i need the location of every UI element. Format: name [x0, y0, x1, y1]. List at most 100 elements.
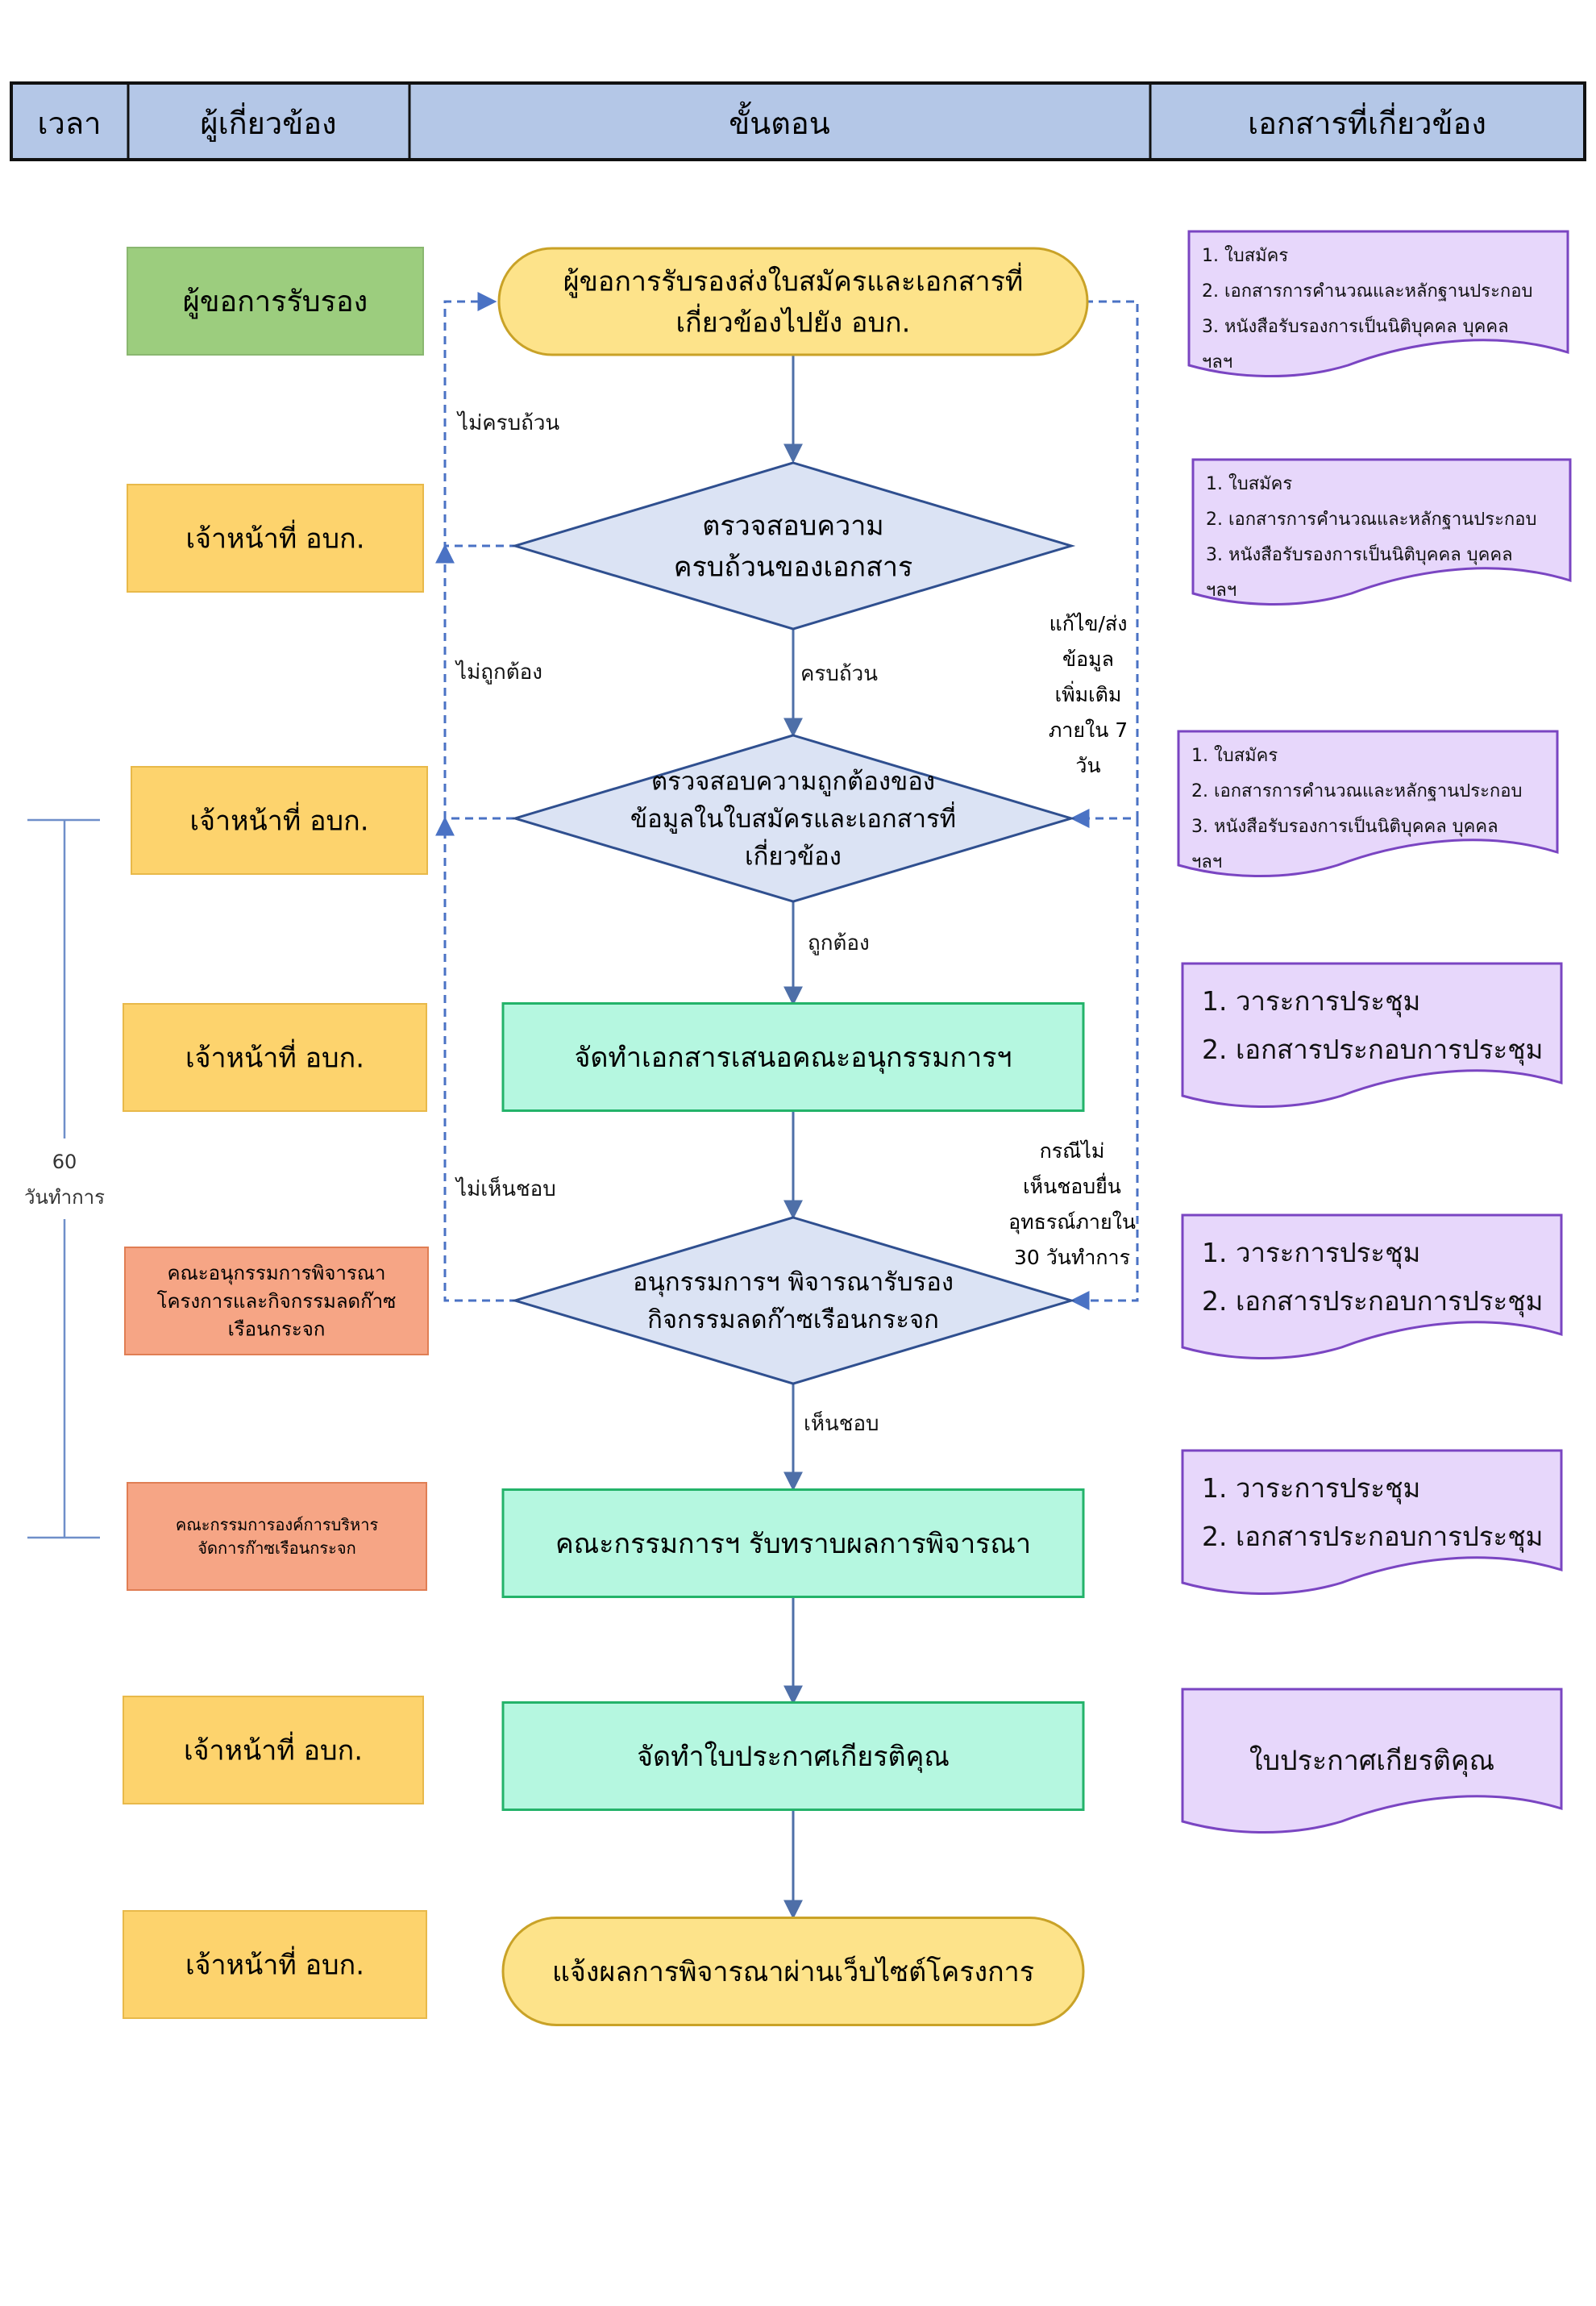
step-4-process: จัดทำเอกสารเสนอคณะอนุกรรมการฯ [501, 1002, 1085, 1112]
actor-6-line-2: จัดการก๊าซเรือนกระจก [197, 1538, 355, 1558]
step-3-line-3: เกี่ยวข้อง [745, 839, 842, 871]
document-5-line-2: 2. เอกสารประกอบการประชุม [1202, 1285, 1543, 1317]
actor-4-line-1: เจ้าหน้าที่ อบก. [185, 1039, 364, 1074]
step-6-line-1: คณะกรรมการฯ รับทราบผลการพิจารณา [555, 1528, 1031, 1560]
step-4-line-1: จัดทำเอกสารเสนอคณะอนุกรรมการฯ [574, 1042, 1012, 1074]
step-3-line-2: ข้อมูลในใบสมัครและเอกสารที่ [630, 801, 956, 834]
document-5-line-1: 1. วาระการประชุม [1202, 1237, 1420, 1269]
fix-resubmit-line-5: วัน [1075, 754, 1100, 777]
step-column: ผู้ขอการรับรองส่งใบสมัครและเอกสารที่เกี่… [497, 247, 1089, 2026]
document-4-line-2: 2. เอกสารประกอบการประชุม [1202, 1034, 1543, 1066]
document-7-line-1: ใบประกาศเกียรติคุณ [1249, 1745, 1494, 1777]
step-7-process: จัดทำใบประกาศเกียรติคุณ [501, 1701, 1085, 1811]
document-column: 1. ใบสมัคร 2. เอกสารการคำนวณและหลักฐานประ… [1177, 230, 1572, 1834]
actor-box-3: เจ้าหน้าที่ อบก. [131, 766, 428, 875]
document-2-line-3: 3. หนังสือรับรองการเป็นนิติบุคคล บุคคล [1206, 543, 1513, 565]
loop-arrows [435, 292, 1139, 1310]
label-complete: ครบถ้วน [800, 662, 878, 686]
step-5-line-2: กิจกรรมลดก๊าซเรือนกระจก [647, 1305, 939, 1334]
header-documents: เอกสารที่เกี่ยวข้อง [1248, 102, 1486, 141]
document-2-line-4: ฯลฯ [1206, 581, 1236, 601]
actor-5-line-2: โครงการและกิจกรรมลดก๊าซ [157, 1290, 397, 1313]
appeal-line-3: อุทธรณ์ภายใน [1008, 1210, 1136, 1234]
step-8-line-1: แจ้งผลการพิจารณาผ่านเว็บไซต์โครงการ [552, 1955, 1034, 1988]
document-1-line-2: 2. เอกสารการคำนวณและหลักฐานประกอบ [1202, 281, 1532, 302]
document-6-line-1: 1. วาระการประชุม [1202, 1472, 1420, 1505]
actor-1-line-1: ผู้ขอการรับรอง [183, 285, 368, 319]
fix-resubmit-line-3: เพิ่มเติม [1055, 681, 1122, 706]
actor-box-5: คณะอนุกรรมการพิจารณาโครงการและกิจกรรมลดก… [124, 1247, 429, 1355]
document-7: ใบประกาศเกียรติคุณ [1181, 1688, 1563, 1834]
actor-box-7: เจ้าหน้าที่ อบก. [123, 1696, 424, 1804]
step-2-line-2: ครบถ้วนของเอกสาร [674, 551, 913, 583]
actor-box-4: เจ้าหน้าที่ อบก. [123, 1003, 427, 1112]
actor-box-1: ผู้ขอการรับรอง [127, 247, 424, 356]
timeline-bracket: 60 วันทำการ [16, 818, 113, 1539]
actor-box-6: คณะกรรมการองค์การบริหารจัดการก๊าซเรือนกร… [127, 1482, 427, 1591]
step-5-line-1: อนุกรรมการฯ พิจารณารับรอง [633, 1268, 954, 1298]
appeal-line-1: กรณีไม่ [1040, 1139, 1105, 1163]
document-2-line-1: 1. ใบสมัคร [1206, 473, 1292, 494]
fix-resubmit-line-1: แก้ไข/ส่ง [1049, 612, 1128, 635]
actor-5-line-1: คณะอนุกรรมการพิจารณา [167, 1262, 385, 1285]
label-incorrect: ไม่ถูกต้อง [455, 660, 542, 685]
fix-resubmit-line-2: ข้อมูล [1062, 647, 1114, 672]
timeline-unit: วันทำการ [24, 1186, 105, 1209]
appeal-line-2: เห็นชอบยื่น [1023, 1172, 1121, 1198]
document-3-line-1: 1. ใบสมัคร [1191, 745, 1278, 766]
document-2-line-2: 2. เอกสารการคำนวณและหลักฐานประกอบ [1206, 510, 1536, 530]
step-5-decision: อนุกรรมการฯ พิจารณารับรองกิจกรรมลดก๊าซเร… [510, 1216, 1076, 1385]
loop-left-disapprove [435, 816, 517, 1302]
flow-labels: ไม่ครบถ้วน ครบถ้วน ไม่ถูกต้อง ถูกต้อง ไม… [455, 410, 879, 1436]
label-incomplete: ไม่ครบถ้วน [456, 410, 559, 435]
label-approve: เห็นชอบ [804, 1410, 879, 1436]
step-1-terminal: ผู้ขอการรับรองส่งใบสมัครและเอกสารที่เกี่… [497, 247, 1089, 356]
document-3-line-3: 3. หนังสือรับรองการเป็นนิติบุคคล บุคคล [1191, 814, 1498, 837]
step-8-terminal: แจ้งผลการพิจารณาผ่านเว็บไซต์โครงการ [501, 1917, 1085, 2026]
header-actor: ผู้เกี่ยวข้อง [200, 102, 336, 142]
step-7-line-1: จัดทำใบประกาศเกียรติคุณ [637, 1741, 950, 1773]
label-disapprove: ไม่เห็นชอบ [455, 1176, 556, 1201]
label-appeal: กรณีไม่เห็นชอบยื่นอุทธรณ์ภายใน 30 วันทำกา… [1008, 1139, 1136, 1269]
header-step: ขั้นตอน [729, 101, 829, 141]
step-1-line-1: ผู้ขอการรับรองส่งใบสมัครและเอกสารที่ [563, 262, 1024, 298]
header-time: เวลา [38, 106, 102, 141]
document-2: 1. ใบสมัคร 2. เอกสารการคำนวณและหลักฐานประ… [1191, 458, 1572, 606]
actor-2-line-1: เจ้าหน้าที่ อบก. [186, 519, 365, 555]
document-6: 1. วาระการประชุม 2. เอกสารประกอบการประชุม [1181, 1449, 1563, 1596]
step-3-decision: ตรวจสอบความถูกต้องของข้อมูลในใบสมัครและเ… [510, 734, 1076, 903]
document-5: 1. วาระการประชุม 2. เอกสารประกอบการประชุม [1181, 1213, 1563, 1360]
document-3-line-4: ฯลฯ [1191, 852, 1222, 872]
document-1-line-1: 1. ใบสมัคร [1202, 245, 1288, 266]
step-2-line-1: ตรวจสอบความ [702, 510, 883, 542]
loop-left-to-start [443, 292, 517, 547]
actor-3-line-1: เจ้าหน้าที่ อบก. [190, 801, 369, 837]
document-6-line-2: 2. เอกสารประกอบการประชุม [1202, 1521, 1543, 1553]
document-3: 1. ใบสมัคร 2. เอกสารการคำนวณและหลักฐานประ… [1177, 730, 1559, 878]
appeal-line-4: 30 วันทำการ [1014, 1246, 1130, 1269]
actor-6-line-1: คณะกรรมการองค์การบริหาร [176, 1515, 379, 1534]
loop-right-appeal [1070, 818, 1139, 1310]
step-6-process: คณะกรรมการฯ รับทราบผลการพิจารณา [501, 1488, 1085, 1598]
actor-box-2: เจ้าหน้าที่ อบก. [127, 484, 424, 593]
header-row: เวลา ผู้เกี่ยวข้อง ขั้นตอน เอกสารที่เกี่… [10, 81, 1586, 161]
step-3-line-1: ตรวจสอบความถูกต้องของ [651, 767, 935, 796]
timeline-days: 60 [52, 1151, 77, 1173]
document-3-line-2: 2. เอกสารการคำนวณและหลักฐานประกอบ [1191, 781, 1522, 801]
actor-8-line-1: เจ้าหน้าที่ อบก. [185, 1946, 364, 1981]
document-1-line-3: 3. หนังสือรับรองการเป็นนิติบุคคล บุคคล [1202, 314, 1509, 337]
document-1: 1. ใบสมัคร 2. เอกสารการคำนวณและหลักฐานประ… [1187, 230, 1569, 378]
document-1-line-4: ฯลฯ [1202, 352, 1232, 373]
actor-7-line-1: เจ้าหน้าที่ อบก. [184, 1731, 363, 1767]
actor-5-line-3: เรือนกระจก [228, 1318, 326, 1341]
document-4: 1. วาระการประชุม2. เอกสารประกอบการประชุม [1181, 962, 1563, 1109]
actor-box-8: เจ้าหน้าที่ อบก. [123, 1910, 427, 2019]
step-1-line-2: เกี่ยวข้องไปยัง อบก. [676, 303, 911, 339]
label-correct: ถูกต้อง [808, 931, 870, 955]
fix-resubmit-line-4: ภายใน 7 [1049, 718, 1128, 742]
